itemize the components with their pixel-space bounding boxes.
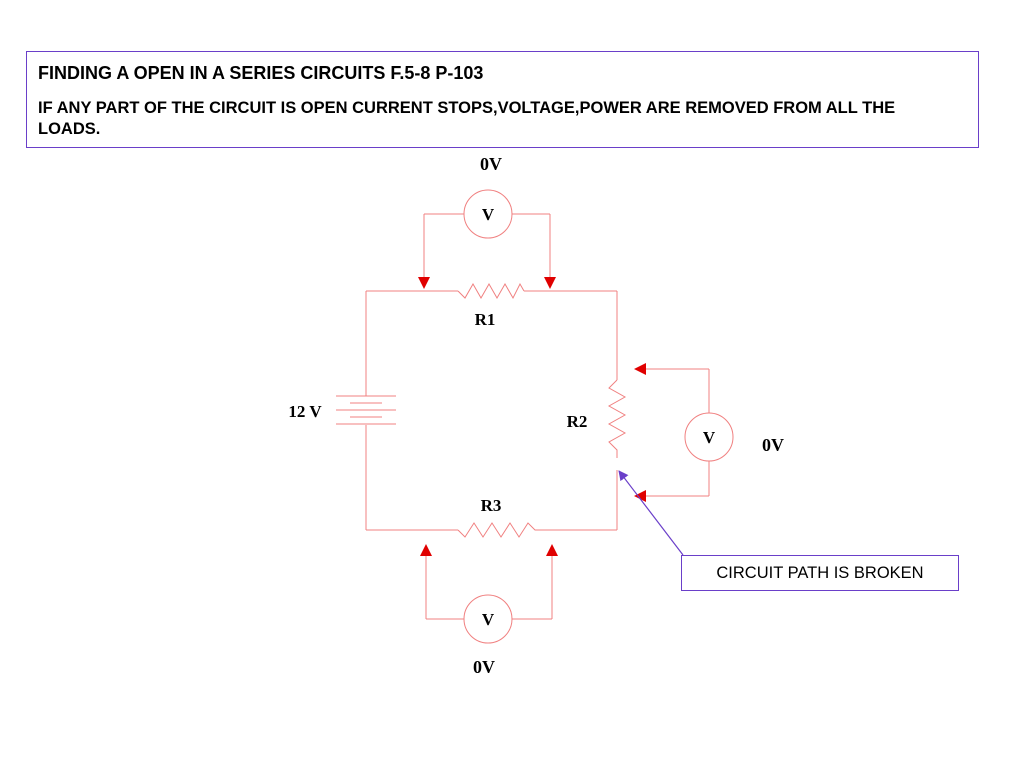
annotation-box: CIRCUIT PATH IS BROKEN — [681, 555, 959, 591]
battery-symbol — [336, 395, 396, 425]
resistor-r2 — [607, 379, 627, 458]
page-description: IF ANY PART OF THE CIRCUIT IS OPEN CURRE… — [38, 99, 896, 138]
label-r2: R2 — [567, 412, 588, 431]
voltmeter-bottom: V — [420, 544, 558, 644]
label-right-reading: 0V — [762, 435, 784, 455]
annotation-text: CIRCUIT PATH IS BROKEN — [716, 564, 924, 582]
voltmeter-bottom-symbol: V — [482, 610, 495, 629]
circuit-wires — [365, 290, 618, 531]
label-r1: R1 — [475, 310, 496, 329]
page-title: FINDING A OPEN IN A SERIES CIRCUITS F.5-… — [38, 63, 484, 83]
voltmeter-right: V — [634, 363, 734, 502]
voltmeter-top-symbol: V — [482, 205, 495, 224]
label-top-reading: 0V — [480, 154, 502, 174]
label-bottom-reading: 0V — [473, 657, 495, 677]
voltmeter-top: V — [418, 189, 556, 289]
title-box: FINDING A OPEN IN A SERIES CIRCUITS F.5-… — [26, 51, 979, 148]
resistor-r1 — [457, 282, 525, 300]
voltmeter-right-symbol: V — [703, 428, 716, 447]
resistor-r3 — [457, 522, 542, 538]
label-source-voltage: 12 V — [288, 402, 322, 421]
label-r3: R3 — [481, 496, 502, 515]
break-pointer-arrow — [618, 470, 684, 556]
